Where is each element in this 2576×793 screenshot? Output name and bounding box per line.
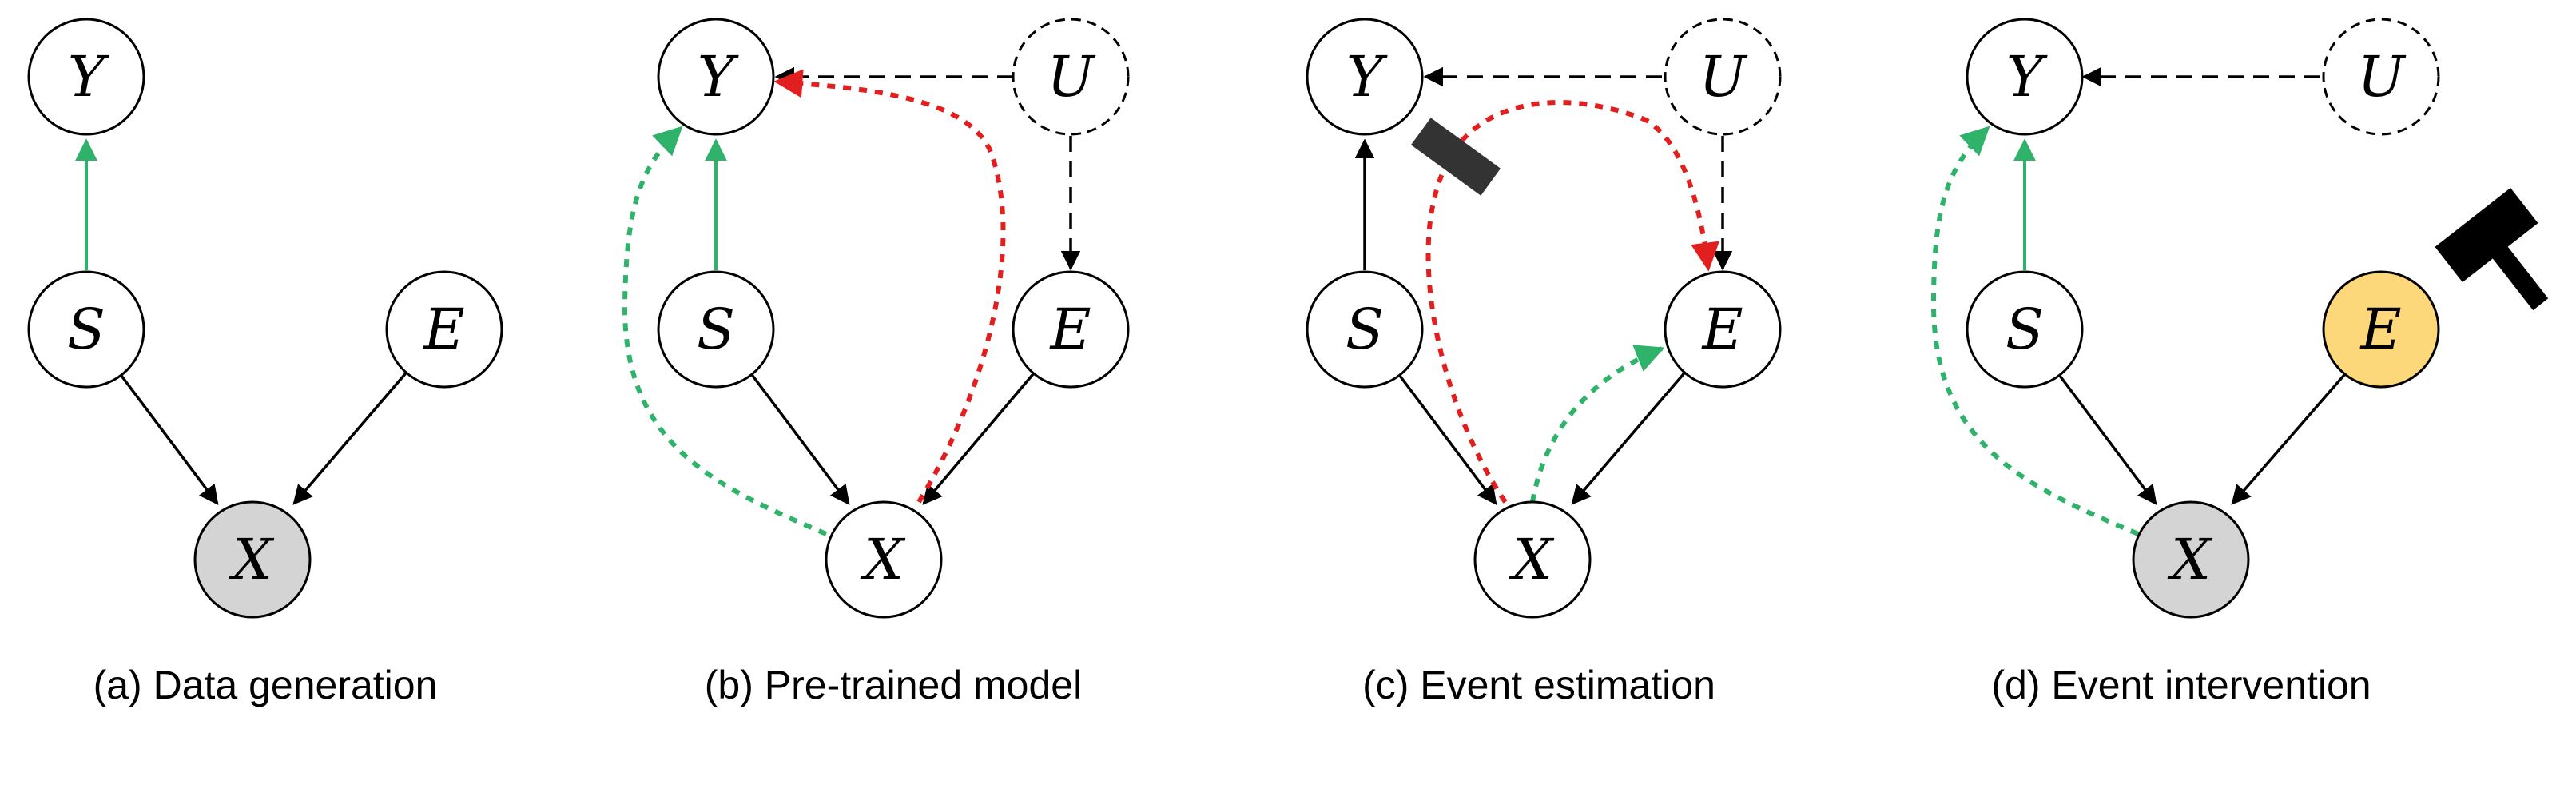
node-y: Y [27,18,145,136]
node-x: X [1473,500,1592,619]
svg-text:Y: Y [2006,44,2048,110]
svg-text:Y: Y [68,44,109,110]
spurious-path-x-to-y [773,69,1006,504]
spurious-path-x-to-e [1425,100,1719,504]
node-x: X [193,500,312,619]
svg-text:Y: Y [1346,44,1388,110]
node-y: Y [1306,18,1424,136]
edge-e-to-x [922,368,1039,505]
node-y: Y [1966,18,2084,136]
panel-b: Y U S E X (b) Pre-trained model [622,18,1130,707]
node-e: E [1012,270,1130,389]
edge-e-to-x [292,368,411,505]
node-x: X [2132,500,2250,619]
caption-c: (c) Event estimation [1362,663,1715,707]
svg-text:S: S [697,297,735,362]
caption-a: (a) Data generation [93,663,438,707]
svg-text:S: S [67,297,105,362]
panel-a: Y S E X (a) Data generation [27,18,503,707]
node-e: E [2322,270,2440,389]
svg-text:S: S [1346,297,1384,362]
svg-text:E: E [1700,297,1743,362]
svg-text:S: S [2006,297,2044,362]
node-s: S [1966,270,2084,389]
svg-text:E: E [1048,297,1091,362]
node-u: U [1012,18,1130,136]
edge-s-to-x [2053,368,2157,505]
svg-text:X: X [229,527,275,592]
svg-text:Y: Y [698,44,739,110]
svg-text:X: X [1509,527,1555,592]
blocker-bar-icon [1410,118,1501,196]
node-e: E [1664,270,1782,389]
edge-e-to-x [1571,368,1689,505]
node-e: E [385,270,503,389]
edge-e-to-x [2231,368,2351,505]
caption-d: (d) Event intervention [1991,663,2371,707]
edge-s-to-x [746,368,850,505]
panel-d: Y U S E X (d) Event intervention [1930,18,2549,707]
svg-text:U: U [1699,44,1748,110]
svg-text:E: E [422,297,464,362]
node-s: S [657,270,775,389]
hammer-icon [2435,187,2549,311]
svg-text:X: X [860,527,906,592]
node-u: U [2322,18,2440,136]
svg-text:X: X [2167,527,2213,592]
panel-c: Y U S E X (c) Event estimation [1306,18,1782,707]
node-x: X [825,500,943,619]
svg-text:E: E [2359,297,2401,362]
svg-text:U: U [1047,44,1096,110]
node-s: S [1306,270,1424,389]
node-u: U [1664,18,1782,136]
causal-path-x-to-y [622,126,828,536]
svg-text:U: U [2358,44,2407,110]
caption-b: (b) Pre-trained model [705,663,1082,707]
node-s: S [27,270,145,389]
edge-s-to-x [1393,368,1497,505]
edge-s-to-x [115,368,219,505]
node-y: Y [657,18,775,136]
causal-path-x-to-e [1530,345,1665,503]
